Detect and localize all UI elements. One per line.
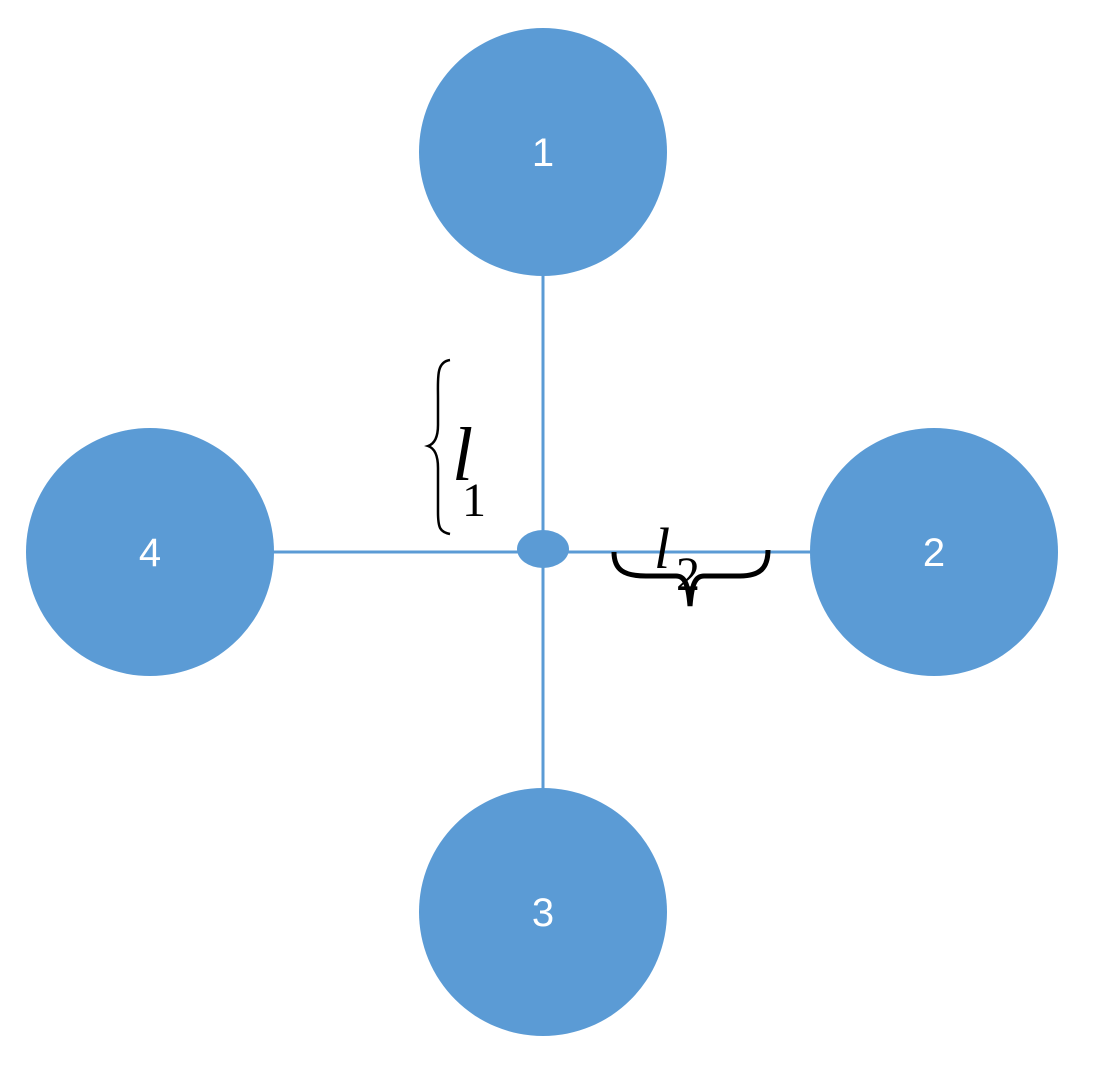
l2-brace xyxy=(611,549,771,607)
l2-symbol: l xyxy=(654,516,670,581)
l2-annotation: l 2 xyxy=(611,516,771,607)
hub-node xyxy=(517,530,569,568)
l1-subscript: 1 xyxy=(462,474,486,527)
l1-symbol: l xyxy=(452,413,473,497)
node-3-label: 3 xyxy=(532,891,554,935)
l1-brace xyxy=(424,358,451,536)
node-4: 4 xyxy=(26,428,274,676)
node-1-label: 1 xyxy=(532,131,554,175)
node-2-label: 2 xyxy=(923,531,945,575)
node-1: 1 xyxy=(419,28,667,276)
l1-annotation: l 1 xyxy=(424,358,486,536)
node-4-label: 4 xyxy=(139,531,161,575)
node-2: 2 xyxy=(810,428,1058,676)
node-3: 3 xyxy=(419,788,667,1036)
